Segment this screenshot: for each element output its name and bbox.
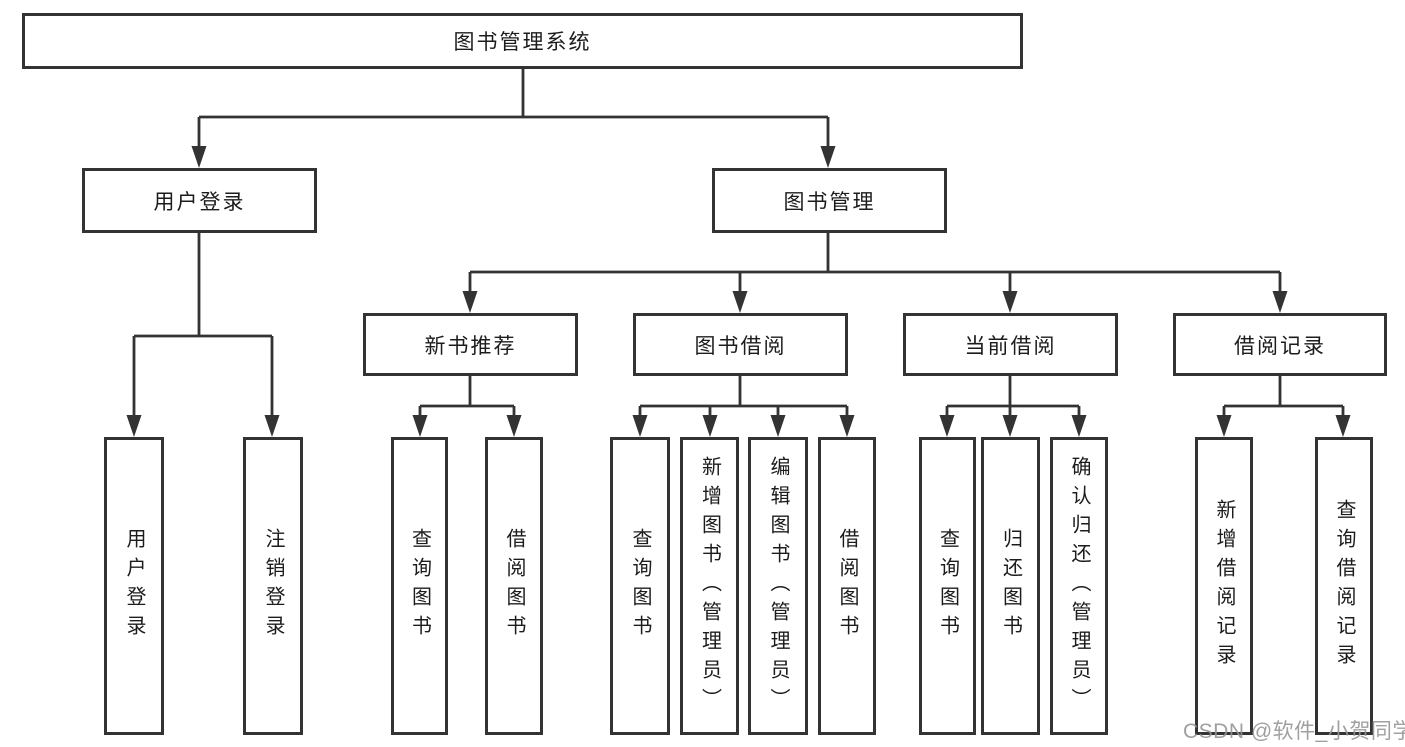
node-borrow-records: 借阅记录 [1173,313,1387,376]
leaf-query-book-recommend: 查询图书 [391,437,448,735]
leaf-borrow-book: 借阅图书 [818,437,876,735]
leaf-return-book: 归还图书 [981,437,1040,735]
leaf-edit-book-admin: 编辑图书（管理员） [748,437,808,735]
leaf-query-book-current: 查询图书 [919,437,976,735]
node-current-borrow: 当前借阅 [903,313,1118,376]
leaf-add-borrow-record: 新增借阅记录 [1195,437,1253,735]
node-book-borrow: 图书借阅 [633,313,848,376]
node-user-login: 用户登录 [82,168,317,233]
leaf-borrow-book-recommend: 借阅图书 [485,437,543,735]
csdn-watermark: CSDN @软件_小贺同学 [1183,720,1405,743]
leaf-user-login: 用户登录 [104,437,164,735]
node-root-system: 图书管理系统 [22,13,1023,69]
leaf-confirm-return-admin: 确认归还（管理员） [1050,437,1108,735]
leaf-logout: 注销登录 [243,437,303,735]
node-book-management: 图书管理 [712,168,947,233]
node-new-book-recommend: 新书推荐 [363,313,578,376]
leaf-query-borrow-record: 查询借阅记录 [1315,437,1373,735]
leaf-add-book-admin: 新增图书（管理员） [680,437,739,735]
leaf-query-book-borrow: 查询图书 [610,437,670,735]
